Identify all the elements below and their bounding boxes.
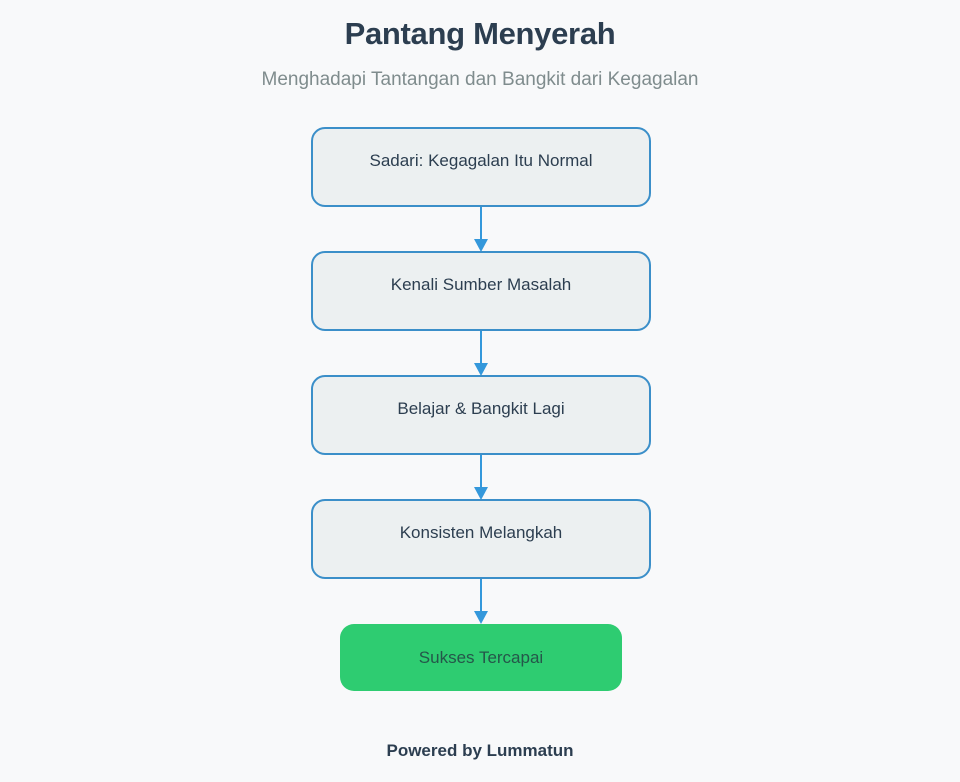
flow-node-step-4: Konsisten Melangkah (311, 499, 651, 579)
connector-line (480, 331, 482, 363)
flow-node-label: Sukses Tercapai (418, 648, 544, 667)
arrow-down-icon (474, 611, 488, 624)
page-title: Pantang Menyerah (344, 16, 616, 51)
flow-node-success: Sukses Tercapai (340, 624, 622, 691)
flow-node-step-3: Belajar & Bangkit Lagi (311, 375, 651, 455)
page-subtitle: Menghadapi Tantangan dan Bangkit dari Ke… (261, 69, 699, 90)
footer-credit: Powered by Lummatun (386, 741, 574, 760)
arrow-down-icon (474, 363, 488, 376)
arrow-down-icon (474, 487, 488, 500)
flow-node-label: Belajar & Bangkit Lagi (397, 399, 565, 418)
connector-line (480, 579, 482, 612)
flow-node-step-2: Kenali Sumber Masalah (311, 251, 651, 331)
connector-line (480, 207, 482, 239)
flow-node-label: Kenali Sumber Masalah (390, 275, 572, 294)
flow-node-label: Sadari: Kegagalan Itu Normal (369, 151, 593, 170)
flow-node-step-1: Sadari: Kegagalan Itu Normal (311, 127, 651, 207)
arrow-down-icon (474, 239, 488, 252)
connector-line (480, 455, 482, 487)
flow-node-label: Konsisten Melangkah (399, 523, 563, 542)
